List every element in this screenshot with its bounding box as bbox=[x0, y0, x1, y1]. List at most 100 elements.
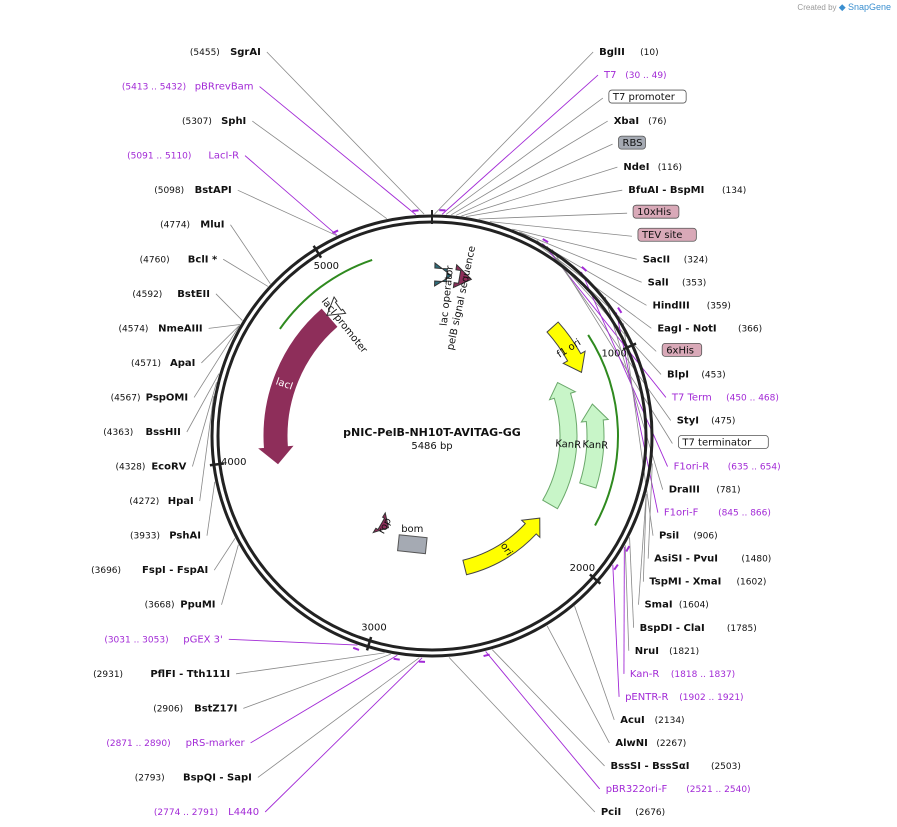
ruler-label-2000: 2000 bbox=[570, 563, 595, 574]
primer-label-kan-r[interactable]: Kan-R(1818 .. 1837) bbox=[630, 669, 735, 680]
leader-line-6xhis bbox=[536, 240, 657, 352]
primer-label-pbrrevbam[interactable]: pBRrevBam(5413 .. 5432) bbox=[122, 82, 254, 93]
leader-line-alwni bbox=[546, 625, 610, 744]
primer-label-prs-marker[interactable]: pRS-marker(2871 .. 2890) bbox=[106, 738, 245, 749]
leader-line-t7 bbox=[441, 74, 599, 215]
label-name: AcuI bbox=[620, 715, 645, 726]
site-label-nrui[interactable]: NruI(1821) bbox=[635, 646, 699, 657]
feature-ori-7[interactable] bbox=[462, 517, 541, 576]
label-box bbox=[608, 89, 687, 104]
site-label-eagi-noti[interactable]: EagI - NotI(366) bbox=[657, 323, 762, 334]
site-label-pflfi-tth111i[interactable]: PflFI - Tth111I(2931) bbox=[93, 669, 230, 680]
site-label-fspi-fspai[interactable]: FspI - FspAI(3696) bbox=[91, 565, 208, 576]
leader-line-nmeaiii bbox=[208, 324, 241, 329]
site-label-smai[interactable]: SmaI(1604) bbox=[644, 600, 708, 611]
site-label-pspomi[interactable]: PspOMI(4567) bbox=[111, 392, 189, 403]
leader-line-pbr322ori-f bbox=[485, 651, 601, 790]
site-label-styi[interactable]: StyI(475) bbox=[677, 415, 736, 426]
site-label-bsssi-bsss-i[interactable]: BssSI - BssSαI(2503) bbox=[611, 761, 741, 772]
label-name: PspOMI bbox=[146, 392, 188, 403]
box-label-10xhis[interactable]: 10xHis bbox=[632, 204, 680, 219]
label-name: pGEX 3' bbox=[183, 634, 223, 645]
feature-laci-0[interactable] bbox=[258, 308, 338, 465]
leader-line-pcii bbox=[448, 657, 596, 813]
box-label-rbs[interactable]: RBS bbox=[618, 135, 646, 150]
feature-bom-8[interactable] bbox=[397, 534, 428, 555]
site-label-xbai[interactable]: XbaI(76) bbox=[614, 116, 667, 127]
site-label-bsshii[interactable]: BssHII(4363) bbox=[103, 427, 181, 438]
label-position: (30 .. 49) bbox=[625, 71, 666, 81]
feature-kanr-5[interactable] bbox=[542, 381, 578, 510]
leader-line-fspi-fspai bbox=[213, 538, 236, 571]
site-label-asisi-pvui[interactable]: AsiSI - PvuI(1480) bbox=[654, 554, 771, 565]
primer-label-t7-term[interactable]: T7 Term(450 .. 468) bbox=[671, 392, 779, 403]
site-label-ppumi[interactable]: PpuMI(3668) bbox=[145, 600, 216, 611]
label-name: DraIII bbox=[669, 485, 700, 496]
leader-line-xbai bbox=[451, 120, 608, 216]
site-label-nmeaiii[interactable]: NmeAIII(4574) bbox=[119, 323, 203, 334]
primer-label-laci-r[interactable]: LacI-R(5091 .. 5110) bbox=[127, 151, 239, 162]
site-label-bstapi[interactable]: BstAPI(5098) bbox=[154, 185, 232, 196]
site-label-bspqi-sapi[interactable]: BspQI - SapI(2793) bbox=[135, 772, 252, 783]
label-name: HindIII bbox=[652, 300, 689, 311]
primer-label-pbr322ori-f[interactable]: pBR322ori-F(2521 .. 2540) bbox=[606, 784, 751, 795]
site-label-bglii[interactable]: BglII(10) bbox=[599, 47, 658, 58]
ruler-label-3000: 3000 bbox=[361, 622, 386, 633]
label-position: (3031 .. 3053) bbox=[104, 635, 168, 645]
site-label-pshai[interactable]: PshAI(3933) bbox=[130, 531, 201, 542]
plasmid-size: 5486 bp bbox=[411, 441, 452, 452]
label-position: (1604) bbox=[679, 601, 709, 611]
site-label-mlui[interactable]: MluI(4774) bbox=[160, 220, 224, 231]
label-name: PflFI - Tth111I bbox=[150, 669, 230, 680]
primer-label-f1ori-r[interactable]: F1ori-R(635 .. 654) bbox=[674, 462, 781, 473]
site-label-sacii[interactable]: SacII(324) bbox=[643, 254, 708, 265]
site-label-bstz17i[interactable]: BstZ17I(2906) bbox=[153, 703, 237, 714]
label-position: (359) bbox=[707, 301, 731, 311]
site-label-bspdi-clai[interactable]: BspDI - ClaI(1785) bbox=[640, 623, 757, 634]
label-name: pRS-marker bbox=[186, 738, 246, 749]
leader-line-t7-promoter bbox=[445, 97, 604, 215]
feature-kanr-6[interactable] bbox=[579, 403, 610, 489]
site-label-psii[interactable]: PsiI(906) bbox=[659, 531, 718, 542]
site-label-hindiii[interactable]: HindIII (359) bbox=[652, 300, 730, 311]
label-position: (2906) bbox=[153, 704, 183, 714]
label-name: MluI bbox=[200, 220, 224, 231]
label-name: SphI bbox=[221, 116, 246, 127]
site-label-ecorv[interactable]: EcoRV(4328) bbox=[115, 462, 186, 473]
primer-label-l4440[interactable]: L4440(2774 .. 2791) bbox=[154, 807, 259, 818]
site-label-apai[interactable]: ApaI(4571) bbox=[131, 358, 195, 369]
site-label-tspmi-xmai[interactable]: TspMI - XmaI(1602) bbox=[649, 577, 766, 588]
leader-line-t7-terminator bbox=[551, 249, 673, 444]
primer-label-pentr-r[interactable]: pENTR-R(1902 .. 1921) bbox=[625, 692, 743, 703]
site-label-pcii[interactable]: PciI(2676) bbox=[601, 807, 665, 818]
site-label-bsteii[interactable]: BstEII(4592) bbox=[132, 289, 210, 300]
site-label-sgrai[interactable]: SgrAI(5455) bbox=[190, 47, 261, 58]
box-label-tev-site[interactable]: TEV site bbox=[637, 227, 697, 242]
label-position: (353) bbox=[682, 278, 706, 288]
label-position: (4571) bbox=[131, 359, 161, 369]
site-label-bcli[interactable]: BclI *(4760) bbox=[140, 254, 218, 265]
feature-laci-promoter-1[interactable] bbox=[326, 295, 347, 316]
credit-brand: SnapGene bbox=[847, 2, 891, 12]
feature-pelb-signal-sequence-3[interactable] bbox=[452, 263, 473, 289]
primer-label-pgex-3[interactable]: pGEX 3' (3031 .. 3053) bbox=[104, 634, 222, 645]
site-label-acui[interactable]: AcuI(2134) bbox=[620, 715, 684, 726]
feature-lac-operator-2[interactable] bbox=[434, 262, 453, 287]
site-label-bfuai-bspmi[interactable]: BfuAI - BspMI(134) bbox=[628, 185, 746, 196]
label-name: BclI * bbox=[188, 254, 218, 265]
box-label-6xhis[interactable]: 6xHis bbox=[661, 342, 703, 357]
feature-rop-9[interactable] bbox=[372, 511, 390, 534]
site-label-hpai[interactable]: HpaI(4272) bbox=[129, 496, 193, 507]
site-label-ndei[interactable]: NdeI(116) bbox=[623, 162, 682, 173]
primer-label-t7[interactable]: T7(30 .. 49) bbox=[603, 70, 667, 81]
site-label-blpi[interactable]: BlpI(453) bbox=[667, 369, 726, 380]
feature-f1-ori-4[interactable] bbox=[546, 321, 586, 374]
site-label-sphi[interactable]: SphI(5307) bbox=[182, 116, 246, 127]
site-label-draiii[interactable]: DraIII(781) bbox=[669, 485, 741, 496]
leader-line-mlui bbox=[230, 224, 271, 285]
box-label-t7-promoter[interactable]: T7 promoter bbox=[608, 89, 687, 104]
site-label-sali[interactable]: SalI(353) bbox=[648, 277, 707, 288]
primer-label-f1ori-f[interactable]: F1ori-F(845 .. 866) bbox=[664, 508, 771, 519]
site-label-alwni[interactable]: AlwNI(2267) bbox=[615, 738, 686, 749]
box-label-t7-terminator[interactable]: T7 terminator bbox=[678, 435, 769, 449]
